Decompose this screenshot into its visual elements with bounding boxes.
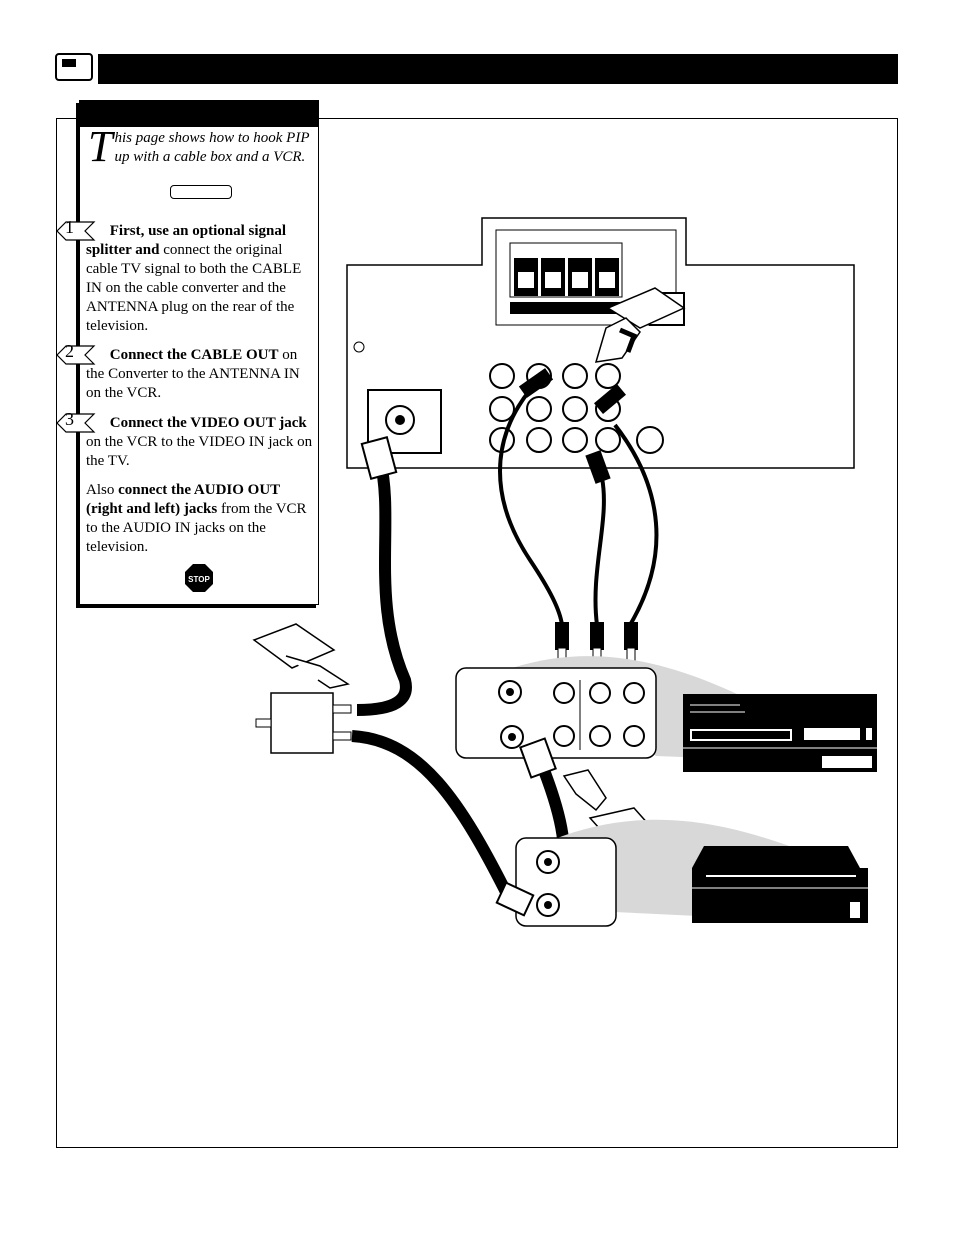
step-2-text: on the Converter to the ANTENNA IN on th… bbox=[86, 347, 300, 401]
step-1: 1 First, use an optional signal splitter… bbox=[56, 218, 314, 336]
pointing-hand-icon bbox=[594, 287, 686, 363]
header-bar bbox=[98, 54, 898, 84]
s-video-jack-icon bbox=[636, 426, 664, 454]
step-2-bold: Connect the CABLE OUT bbox=[109, 347, 279, 363]
av-jack-grid bbox=[489, 363, 621, 453]
step-3-badge: 3 bbox=[56, 410, 96, 433]
cable-converter-icon bbox=[692, 846, 868, 923]
step-2-badge: 2 bbox=[56, 342, 96, 365]
stop-sign-icon: STOP bbox=[185, 564, 213, 592]
tv-rear-panel bbox=[346, 217, 855, 469]
step-1-badge: 1 bbox=[56, 218, 96, 241]
divider-pill bbox=[170, 185, 232, 199]
svg-text:STOP: STOP bbox=[188, 575, 210, 584]
intro-text: his page shows how to hook PIP up with a… bbox=[114, 130, 310, 165]
step-3-bold: Connect the VIDEO OUT jack bbox=[109, 415, 307, 431]
signal-splitter-icon bbox=[252, 623, 352, 754]
intro-dropcap: T bbox=[88, 122, 113, 171]
coax-cable-splitter bbox=[351, 730, 516, 903]
step-1-text: connect the original cable TV signal to … bbox=[86, 242, 302, 334]
vcr-icon bbox=[683, 694, 877, 772]
step-2: 2 Connect the CABLE OUT on the Converter… bbox=[56, 342, 314, 403]
instructions-panel-header bbox=[80, 101, 318, 127]
step-3-text: on the VCR to the VIDEO IN jack on the T… bbox=[86, 434, 313, 469]
audio-video-cables bbox=[498, 388, 659, 627]
also-prefix: Also bbox=[86, 482, 119, 498]
also-paragraph: Also connect the AUDIO OUT (right and le… bbox=[86, 481, 314, 557]
step-1-bold: First, use an optional signal splitter a… bbox=[86, 223, 287, 258]
also-text: from the VCR to the AUDIO IN jacks on th… bbox=[86, 501, 307, 555]
speaker-terminals-icon bbox=[514, 258, 619, 296]
page-number-badge bbox=[55, 53, 93, 81]
rca-plugs-icon bbox=[518, 368, 638, 665]
also-bold: connect the AUDIO OUT (right and left) j… bbox=[86, 482, 280, 517]
content-frame bbox=[56, 118, 898, 1148]
coax-cable-tv bbox=[356, 458, 412, 716]
step-3: 3 Connect the VIDEO OUT jack on the VCR … bbox=[56, 410, 314, 471]
